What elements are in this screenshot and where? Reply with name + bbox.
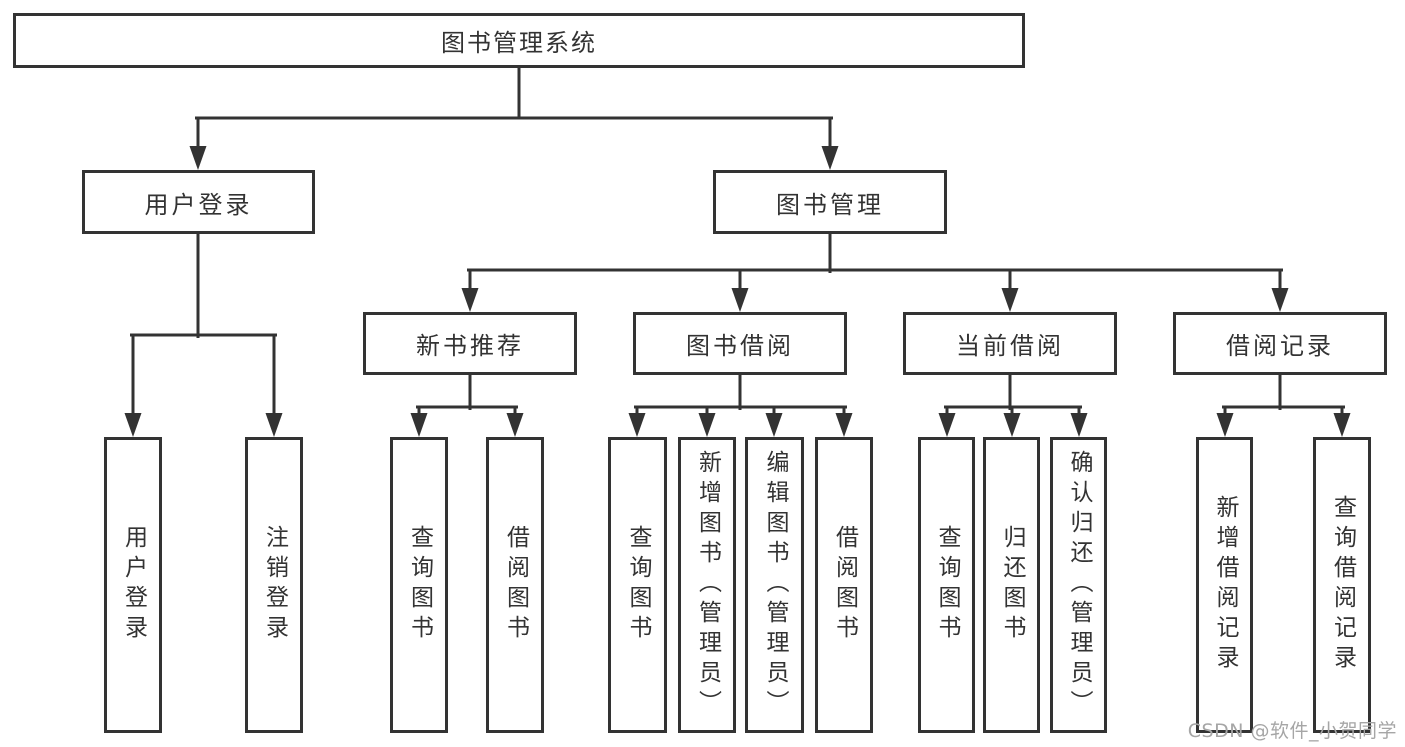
node-user-login-label: 用户登录: [144, 190, 253, 219]
node-current-borrow-label: 当前借阅: [956, 332, 1064, 360]
leaf-recommend-borrow-book-label: 借阅图书: [502, 525, 529, 645]
leaf-borrow-add-book: 新增图书（管理员）: [678, 437, 736, 733]
leaf-current-return-book-label: 归还图书: [999, 525, 1025, 645]
node-book-borrow: 图书借阅: [633, 312, 847, 375]
node-root-label: 图书管理系统: [441, 29, 597, 57]
node-new-book-recommend: 新书推荐: [363, 312, 577, 375]
leaf-user-login-label: 用户登录: [120, 525, 147, 645]
leaf-borrow-edit-book-label: 编辑图书（管理员）: [762, 450, 788, 720]
node-borrow-records: 借阅记录: [1173, 312, 1387, 375]
leaf-recommend-query-book-label: 查询图书: [406, 525, 433, 645]
leaf-borrow-edit-book: 编辑图书（管理员）: [745, 437, 804, 733]
leaf-logout: 注销登录: [245, 437, 303, 733]
node-user-login: 用户登录: [82, 170, 315, 234]
node-book-management-label: 图书管理: [776, 190, 884, 219]
leaf-records-add-record-label: 新增借阅记录: [1212, 495, 1238, 675]
leaf-user-login: 用户登录: [104, 437, 162, 733]
leaf-current-query-book: 查询图书: [918, 437, 975, 733]
leaf-recommend-borrow-book: 借阅图书: [486, 437, 544, 733]
leaf-recommend-query-book: 查询图书: [390, 437, 448, 733]
csdn-watermark: CSDN @软件_小贺同学: [1187, 720, 1397, 742]
leaf-current-query-book-label: 查询图书: [934, 525, 960, 645]
node-book-management: 图书管理: [713, 170, 947, 234]
leaf-records-query-record-label: 查询借阅记录: [1329, 495, 1356, 675]
leaf-records-query-record: 查询借阅记录: [1313, 437, 1371, 733]
node-root: 图书管理系统: [13, 13, 1025, 68]
leaf-borrow-borrow-book-label: 借阅图书: [831, 525, 858, 645]
node-borrow-records-label: 借阅记录: [1226, 332, 1334, 360]
leaf-current-return-book: 归还图书: [983, 437, 1040, 733]
leaf-borrow-add-book-label: 新增图书（管理员）: [694, 450, 721, 720]
leaf-records-add-record: 新增借阅记录: [1196, 437, 1253, 733]
node-current-borrow: 当前借阅: [903, 312, 1117, 375]
leaf-current-confirm-return-label: 确认归还（管理员）: [1066, 450, 1092, 720]
leaf-logout-label: 注销登录: [261, 525, 288, 645]
node-new-book-recommend-label: 新书推荐: [416, 332, 524, 360]
leaf-borrow-query-book-label: 查询图书: [625, 525, 651, 645]
leaf-current-confirm-return: 确认归还（管理员）: [1050, 437, 1107, 733]
leaf-borrow-query-book: 查询图书: [608, 437, 667, 733]
node-book-borrow-label: 图书借阅: [686, 332, 794, 360]
leaf-borrow-borrow-book: 借阅图书: [815, 437, 873, 733]
